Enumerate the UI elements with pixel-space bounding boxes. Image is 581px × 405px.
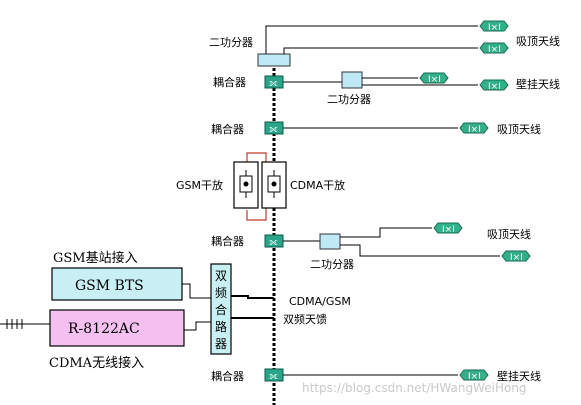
- svg-text:⟗: ⟗: [269, 371, 278, 382]
- gsm-bts-label: GSM BTS: [75, 278, 144, 294]
- feeder-label-line2: 双频天馈: [283, 312, 327, 326]
- antenna-icon: I×I: [419, 72, 449, 85]
- svg-text:I×I: I×I: [468, 125, 481, 135]
- coupler-icon: ⟗: [264, 234, 284, 248]
- antenna-icon: I×I: [479, 42, 509, 55]
- svg-text:I×I: I×I: [468, 372, 481, 382]
- antenna-label: 壁挂天线: [516, 77, 560, 91]
- svg-text:I×I: I×I: [510, 253, 523, 263]
- antenna-label: 吸顶天线: [516, 34, 560, 48]
- top-splitter-box: [257, 53, 291, 67]
- r8122-box: [49, 309, 185, 347]
- antenna-icon: I×I: [479, 79, 509, 92]
- combiner-char: 路: [215, 319, 227, 334]
- antenna-label: 吸顶天线: [487, 227, 531, 241]
- svg-text:I×I: I×I: [488, 82, 501, 92]
- combiner-char: 合: [215, 302, 227, 317]
- svg-text:I×I: I×I: [428, 75, 441, 85]
- combiner-output-line: [231, 295, 274, 299]
- svg-text:⟗: ⟗: [269, 237, 278, 248]
- coupler-label: 耦合器: [211, 234, 244, 248]
- bts-feed-line: [182, 283, 211, 299]
- combiner-char: 器: [215, 337, 227, 351]
- coupler-icon: ⟗: [264, 121, 284, 135]
- r8122-feed-line: [184, 321, 211, 331]
- coupler-label: 耦合器: [211, 122, 244, 136]
- r8122-label: R-8122AC: [68, 321, 140, 337]
- antenna-icon: I×I: [459, 122, 489, 135]
- svg-text:⟗: ⟗: [269, 78, 278, 89]
- combiner-char: 双: [215, 269, 227, 283]
- top-splitter-label: 二功分器: [209, 36, 253, 49]
- svg-text:⟗: ⟗: [269, 124, 278, 135]
- coupler-icon: ⟗: [264, 368, 284, 382]
- feeder-label-line1: CDMA/GSM: [289, 295, 351, 308]
- low-splitter-box: [319, 233, 341, 250]
- top-splitter-feed-2: [283, 47, 478, 54]
- low-splitter-label: 二功分器: [310, 258, 354, 271]
- antenna-icon: I×I: [479, 20, 509, 33]
- branch-line: [340, 244, 500, 257]
- cdma-amplifier-icon: [261, 161, 287, 209]
- watermark: https://blog.csdn.net/HWangWeiHong: [302, 381, 527, 395]
- top-splitter-feed-1: [265, 25, 478, 54]
- cdma-amplifier-label: CDMA干放: [290, 178, 345, 192]
- mid-splitter-label: 二功分器: [327, 93, 371, 106]
- antenna-label: 吸顶天线: [497, 122, 541, 136]
- gsm-bts-box: [51, 267, 183, 301]
- coupler-label: 耦合器: [211, 369, 244, 383]
- antenna-icon: I×I: [459, 369, 489, 382]
- antenna-icon: I×I: [433, 222, 463, 235]
- coupler-label: 耦合器: [213, 75, 246, 89]
- coupler-icon: ⟗: [264, 75, 284, 89]
- svg-text:I×I: I×I: [488, 23, 501, 33]
- dual-band-combiner-box: [210, 263, 232, 355]
- combiner-char: 频: [215, 286, 227, 300]
- gsm-amplifier-icon: [233, 161, 259, 209]
- antenna-label: 壁挂天线: [497, 369, 541, 383]
- mid-splitter-box: [341, 71, 363, 89]
- antenna-icon: I×I: [501, 250, 531, 263]
- svg-text:I×I: I×I: [442, 225, 455, 235]
- gsm-bts-caption: GSM基站接入: [53, 250, 138, 266]
- svg-text:I×I: I×I: [488, 45, 501, 55]
- branch-line: [340, 227, 432, 238]
- gsm-amplifier-label: GSM干放: [176, 178, 223, 192]
- cdma-caption: CDMA无线接入: [49, 355, 144, 371]
